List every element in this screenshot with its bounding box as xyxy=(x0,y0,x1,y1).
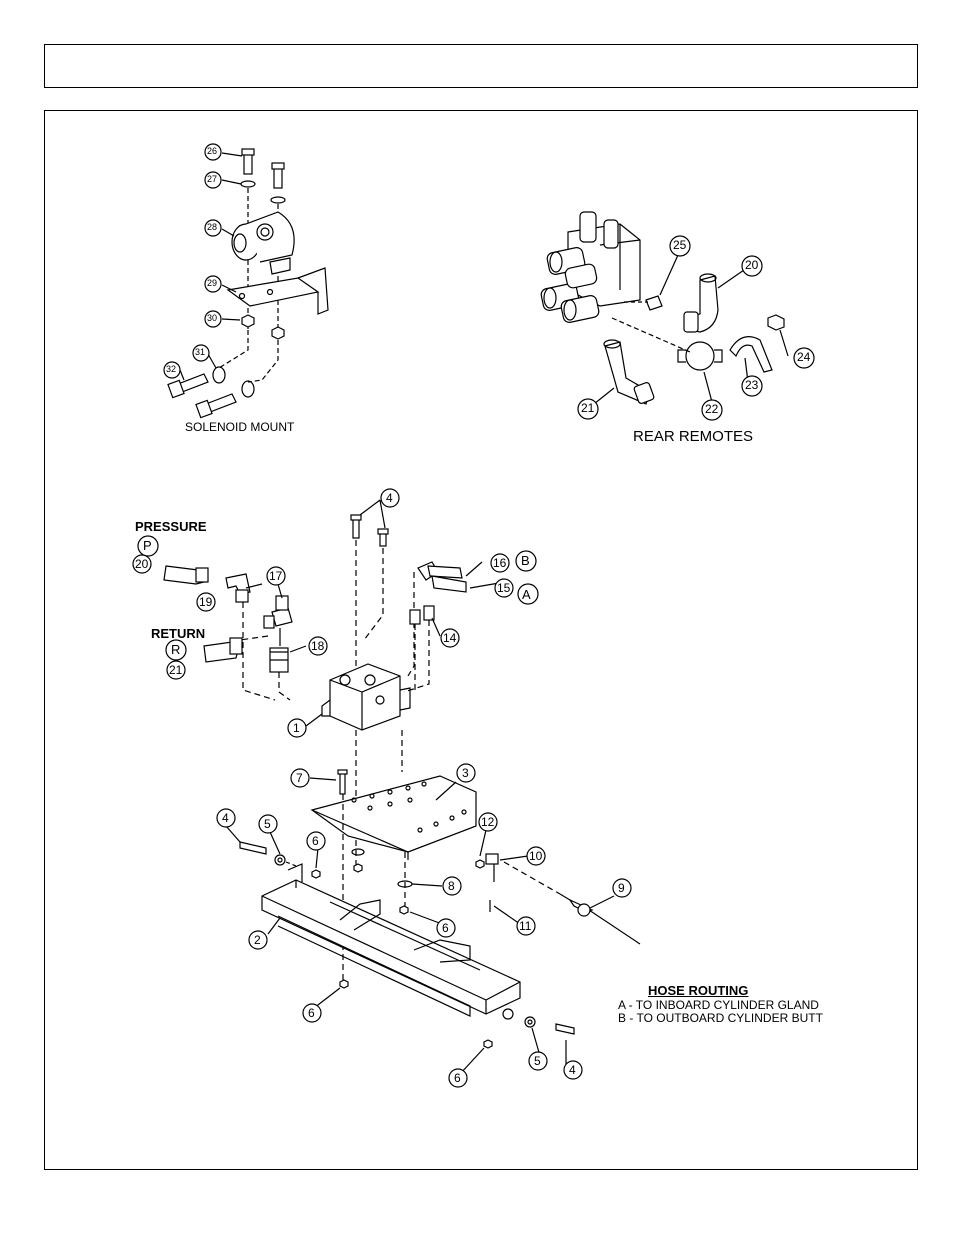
solenoid-mount-drawing xyxy=(164,144,328,418)
callout-19: 19 xyxy=(199,595,212,609)
callout-15: 15 xyxy=(497,581,510,595)
callout-27: 27 xyxy=(207,174,217,184)
return-label: RETURN xyxy=(151,626,205,641)
pressure-port-letter: P xyxy=(143,538,152,553)
valve-assembly-drawing xyxy=(133,489,640,1087)
callout-20-pressure: 20 xyxy=(135,557,148,571)
callout-11: 11 xyxy=(519,919,531,933)
callout-4-right: 4 xyxy=(569,1063,576,1077)
callout-23: 23 xyxy=(745,378,758,392)
callout-22: 22 xyxy=(705,402,718,416)
callout-16: 16 xyxy=(493,556,506,570)
solenoid-mount-caption: SOLENOID MOUNT xyxy=(185,420,294,434)
hose-routing-line-b: B - TO OUTBOARD CYLINDER BUTT xyxy=(618,1012,823,1025)
port-a-letter: A xyxy=(522,587,531,602)
callout-9: 9 xyxy=(618,881,625,895)
callout-10: 10 xyxy=(529,849,542,863)
callout-7: 7 xyxy=(296,771,303,785)
return-port-letter: R xyxy=(171,642,180,657)
callout-2: 2 xyxy=(254,933,261,947)
callout-17: 17 xyxy=(269,569,282,583)
callout-4-left: 4 xyxy=(222,811,229,825)
callout-30: 30 xyxy=(207,313,217,323)
callout-6-left: 6 xyxy=(308,1006,315,1020)
port-b-letter: B xyxy=(521,553,530,568)
callout-4-top: 4 xyxy=(386,491,393,505)
callout-6-upper: 6 xyxy=(312,834,319,848)
callout-1: 1 xyxy=(293,721,300,735)
callout-12: 12 xyxy=(481,815,494,829)
callout-29: 29 xyxy=(207,278,217,288)
callout-6-bottom: 6 xyxy=(454,1071,461,1085)
callout-21-return: 21 xyxy=(169,663,182,677)
callout-24: 24 xyxy=(797,350,810,364)
callout-3: 3 xyxy=(462,766,469,780)
callout-21: 21 xyxy=(581,401,594,415)
callout-6-mid: 6 xyxy=(442,921,449,935)
callout-31: 31 xyxy=(195,347,205,357)
rear-remotes-caption: REAR REMOTES xyxy=(633,428,753,445)
callout-25: 25 xyxy=(673,238,686,252)
callout-32: 32 xyxy=(166,364,176,374)
callout-14: 14 xyxy=(443,631,456,645)
callout-5-left: 5 xyxy=(264,817,271,831)
callout-18: 18 xyxy=(311,639,324,653)
callout-26: 26 xyxy=(207,146,217,156)
callout-8: 8 xyxy=(448,879,455,893)
hose-routing-title: HOSE ROUTING xyxy=(648,983,748,998)
callout-20: 20 xyxy=(745,258,758,272)
callout-28: 28 xyxy=(207,222,217,232)
callout-5-right: 5 xyxy=(534,1054,541,1068)
pressure-label: PRESSURE xyxy=(135,519,207,534)
